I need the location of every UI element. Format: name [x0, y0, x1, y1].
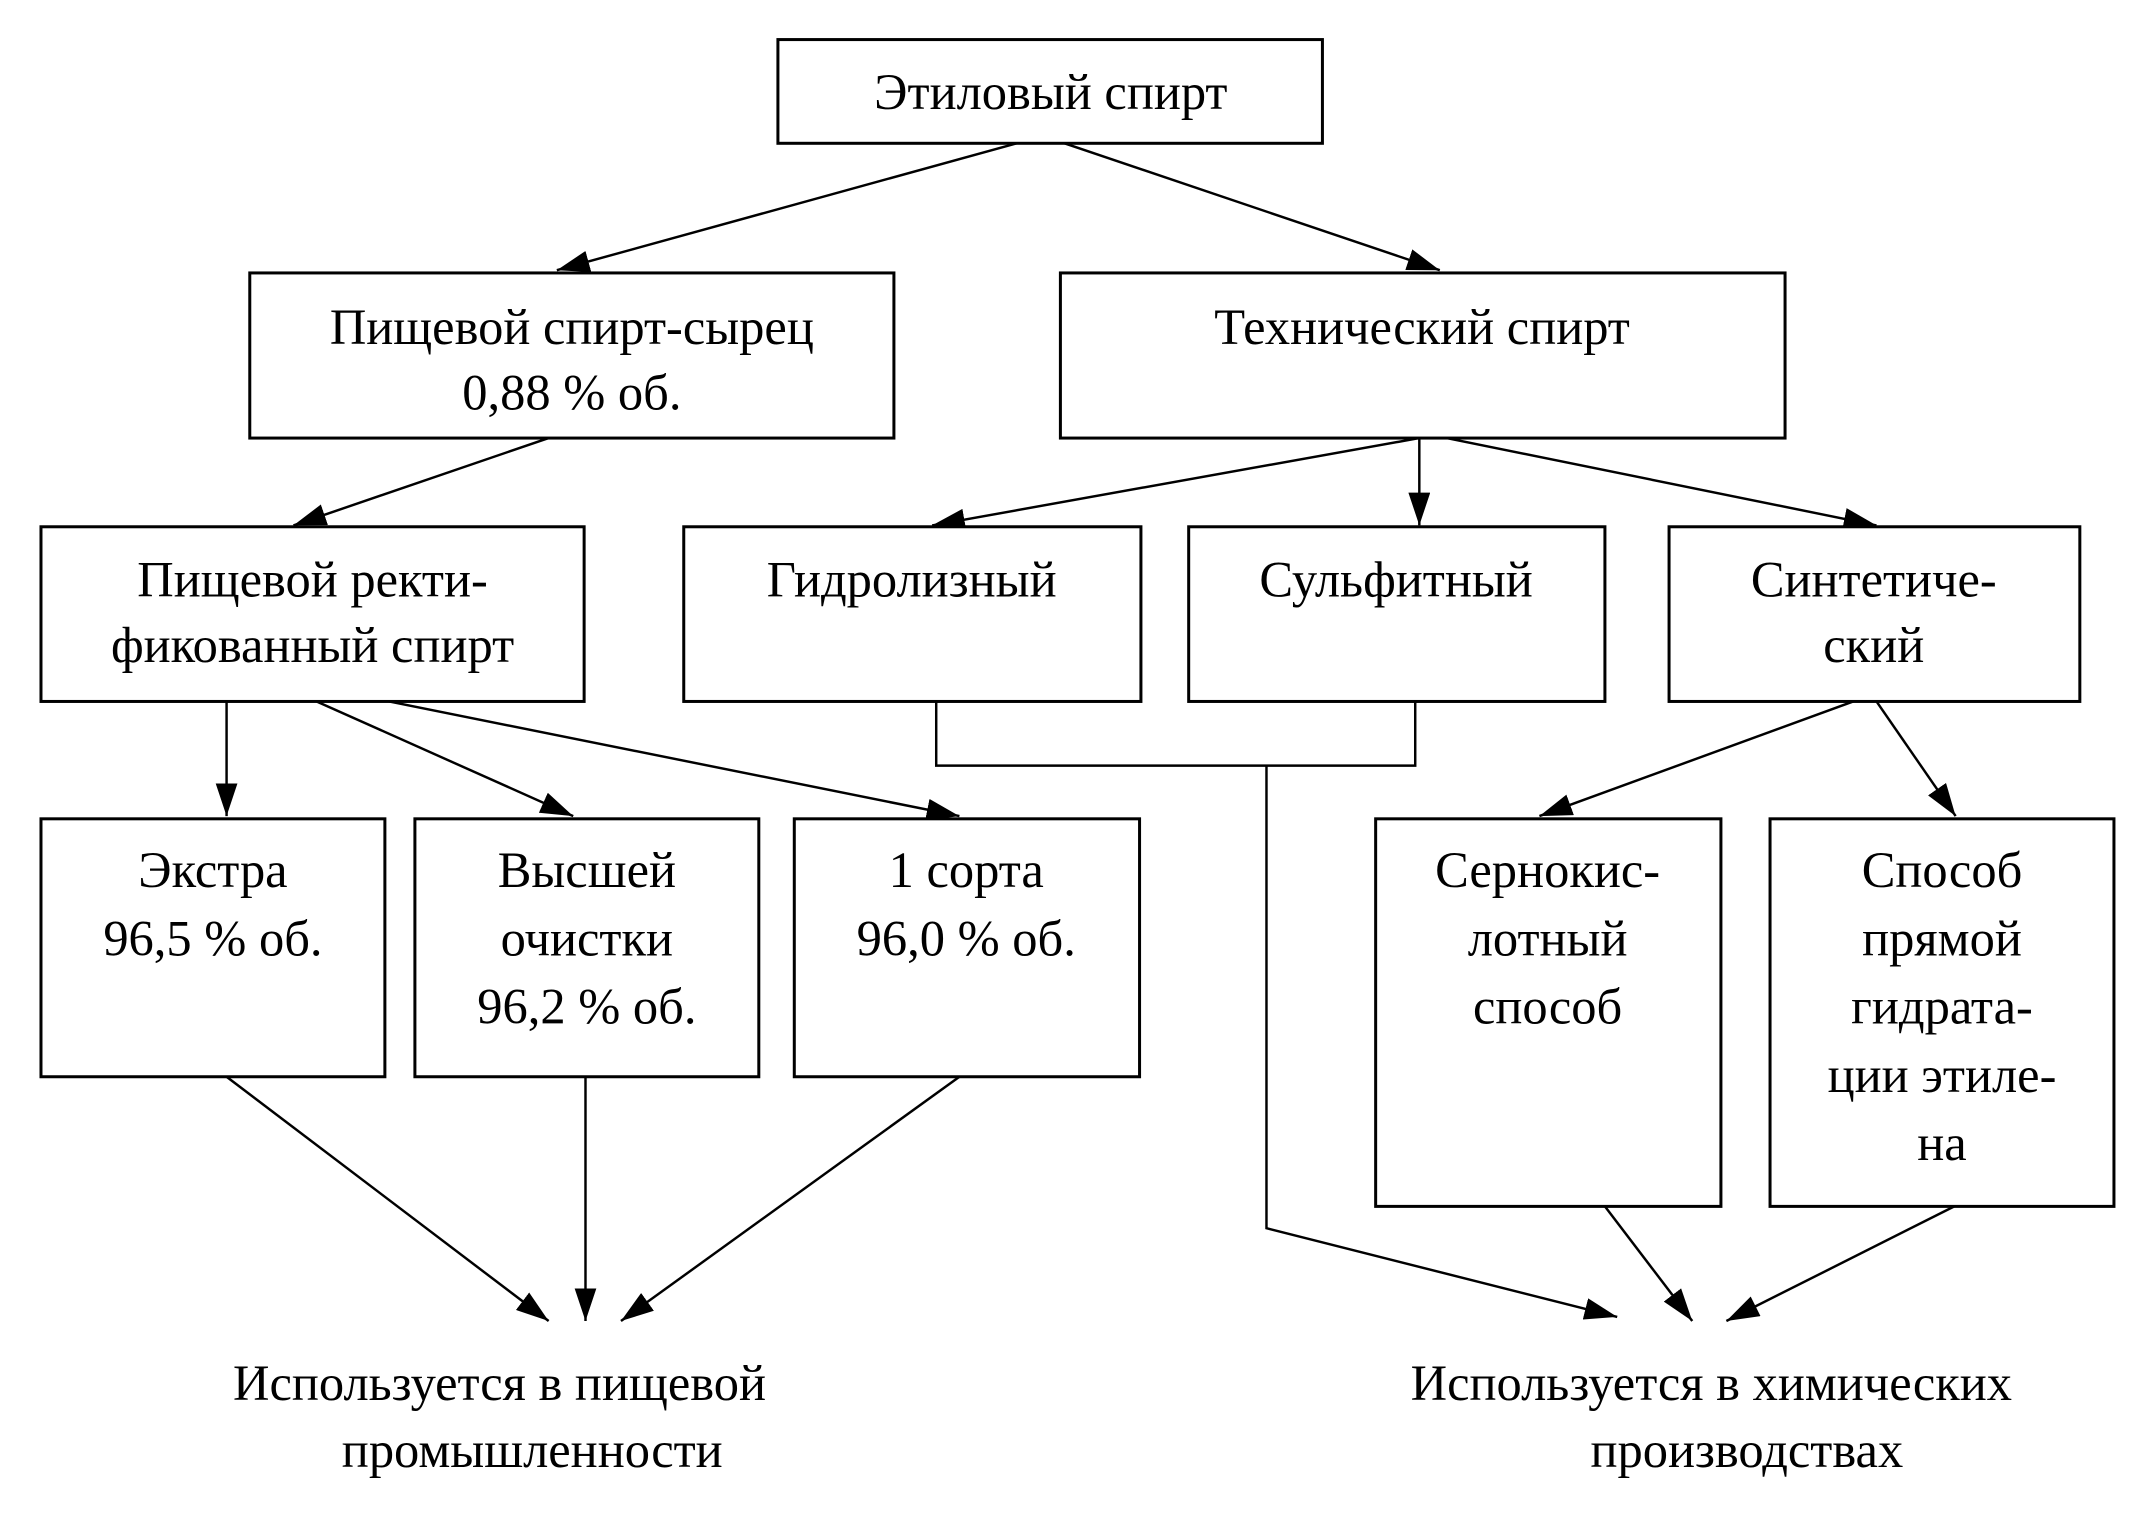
node-extra-line: 96,5 % об.: [103, 910, 322, 966]
arrow-sulfuric-to-chem-use: [1603, 1205, 1694, 1322]
arrow-food-rect-to-highest: [316, 700, 574, 818]
label-chem-use-line: производствах: [1590, 1422, 1903, 1478]
node-technical: Технический спирт: [1058, 271, 1787, 440]
arrow-technical-to-synthetic: [1446, 436, 1877, 530]
node-root-line: Этиловый спирт: [874, 64, 1227, 120]
arrow-first-grade-to-food-use: [620, 1075, 961, 1323]
arrow-extra-to-food-use: [225, 1075, 550, 1323]
label-food-use-line: Используется в пищевой: [233, 1355, 766, 1411]
arrow-direct-hydration-to-chem-use: [1725, 1205, 1955, 1323]
node-direct-hydration: Способ прямой гидрата- ции этиле- на: [1768, 817, 2116, 1208]
node-food-rect: Пищевой ректи- фикованный спирт: [39, 525, 586, 703]
arrow-technical-types-to-chem-use: [1265, 765, 1618, 1320]
arrow-root-to-technical: [1064, 142, 1441, 272]
node-first-grade-line: 1 сорта: [889, 842, 1044, 898]
node-sulfite-line: Сульфитный: [1259, 551, 1532, 607]
line-hydrolysis-sulfite-join: [934, 701, 1417, 767]
node-sulfuric-line: Сернокис-: [1435, 842, 1660, 898]
arrow-food-raw-to-food-rect: [293, 436, 550, 527]
node-first-grade: 1 сорта 96,0 % об.: [792, 817, 1142, 1079]
node-extra-line: Экстра: [138, 842, 287, 898]
node-highest-line: 96,2 % об.: [477, 979, 696, 1035]
node-root: Этиловый спирт: [776, 38, 1324, 145]
node-food-raw-line: Пищевой спирт-сырец: [330, 299, 814, 355]
node-highest-line: очистки: [501, 910, 673, 966]
node-first-grade-line: 96,0 % об.: [857, 910, 1076, 966]
node-sulfuric-line: лотный: [1468, 910, 1628, 966]
node-synthetic-line: Синтетиче-: [1751, 551, 1997, 607]
node-food-rect-line: фикованный спирт: [111, 617, 514, 673]
node-extra: Экстра 96,5 % об.: [39, 817, 387, 1079]
node-direct-hydration-line: прямой: [1862, 910, 2022, 966]
label-food-use-line: промышленности: [342, 1422, 723, 1478]
arrow-food-rect-to-first-grade: [388, 700, 960, 821]
node-sulfuric-line: способ: [1473, 979, 1622, 1035]
node-direct-hydration-line: ции этиле-: [1828, 1047, 2057, 1103]
label-food-use: Используется в пищевой промышленности: [233, 1355, 766, 1478]
arrow-synthetic-to-direct-hydration: [1875, 700, 1957, 817]
arrow-synthetic-to-sulfuric: [1538, 700, 1854, 818]
node-hydrolysis-line: Гидролизный: [767, 551, 1057, 607]
node-highest: Высшей очистки 96,2 % об.: [413, 817, 761, 1079]
node-highest-line: Высшей: [498, 842, 676, 898]
label-chem-use: Используется в химических производствах: [1411, 1355, 2012, 1478]
node-sulfite: Сульфитный: [1187, 525, 1607, 703]
node-technical-line: Технический спирт: [1214, 299, 1630, 355]
node-synthetic: Синтетиче- ский: [1667, 525, 2082, 703]
label-chem-use-line: Используется в химических: [1411, 1355, 2012, 1411]
node-food-raw-line: 0,88 % об.: [462, 364, 681, 420]
node-sulfuric: Сернокис- лотный способ: [1374, 817, 1723, 1208]
arrow-technical-to-hydrolysis: [931, 436, 1420, 531]
node-food-raw: Пищевой спирт-сырец 0,88 % об.: [248, 271, 896, 440]
connectors: [215, 142, 1957, 1323]
node-direct-hydration-line: на: [1917, 1115, 1966, 1171]
node-food-rect-line: Пищевой ректи-: [137, 551, 488, 607]
node-synthetic-line: ский: [1823, 617, 1924, 673]
node-hydrolysis: Гидролизный: [682, 525, 1143, 703]
arrow-root-to-food-raw: [556, 142, 1018, 273]
node-direct-hydration-line: Способ: [1862, 842, 2023, 898]
node-direct-hydration-line: гидрата-: [1851, 979, 2033, 1035]
